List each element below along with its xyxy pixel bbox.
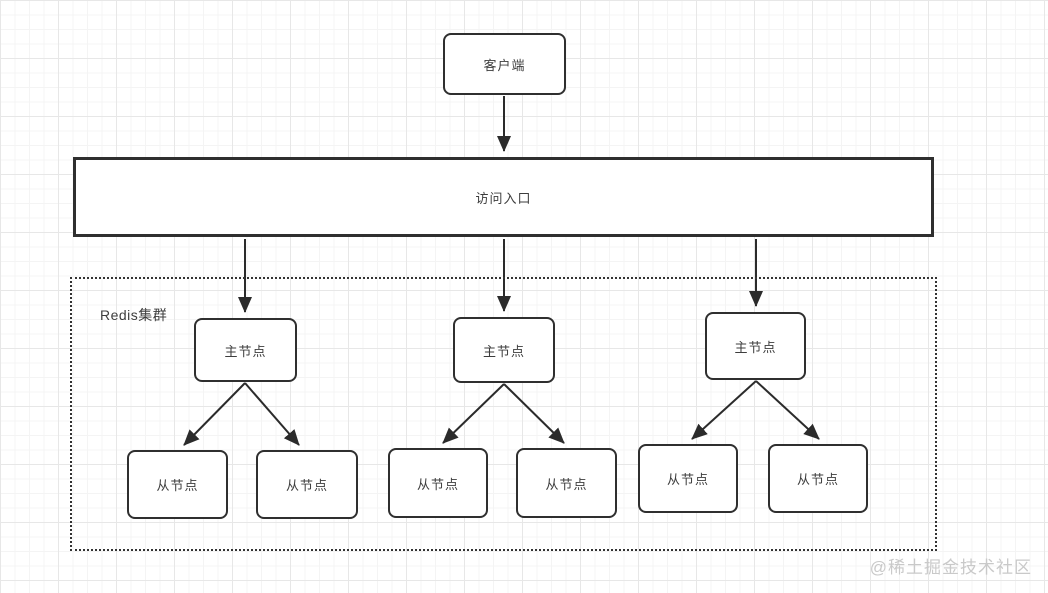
node-access-entry: 访问入口 xyxy=(73,157,934,237)
node-client-label: 客户端 xyxy=(483,57,526,73)
node-slave-5-label: 从节点 xyxy=(666,472,709,487)
redis-cluster-label: Redis集群 xyxy=(100,307,168,323)
watermark-text: @稀土掘金技术社区 xyxy=(869,558,1032,577)
node-slave-5: 从节点 xyxy=(638,444,738,513)
node-slave-4-label: 从节点 xyxy=(545,476,588,492)
redis-cluster-container: Redis集群 xyxy=(70,277,937,551)
node-slave-2: 从节点 xyxy=(256,450,358,519)
node-master-2-label: 主节点 xyxy=(482,343,525,359)
node-slave-2-label: 从节点 xyxy=(285,478,328,493)
node-master-1: 主节点 xyxy=(194,318,297,382)
node-slave-6: 从节点 xyxy=(768,444,868,513)
node-client: 客户端 xyxy=(443,33,566,95)
node-slave-1: 从节点 xyxy=(127,450,228,519)
node-master-1-label: 主节点 xyxy=(224,343,267,359)
node-slave-3-label: 从节点 xyxy=(416,476,459,492)
node-master-3: 主节点 xyxy=(705,312,806,380)
node-master-3-label: 主节点 xyxy=(734,339,777,355)
node-slave-6-label: 从节点 xyxy=(796,472,839,487)
node-slave-1-label: 从节点 xyxy=(156,478,199,493)
node-access-entry-label: 访问入口 xyxy=(475,190,532,206)
node-slave-3: 从节点 xyxy=(388,448,488,518)
node-slave-4: 从节点 xyxy=(516,448,617,518)
node-master-2: 主节点 xyxy=(453,317,555,383)
